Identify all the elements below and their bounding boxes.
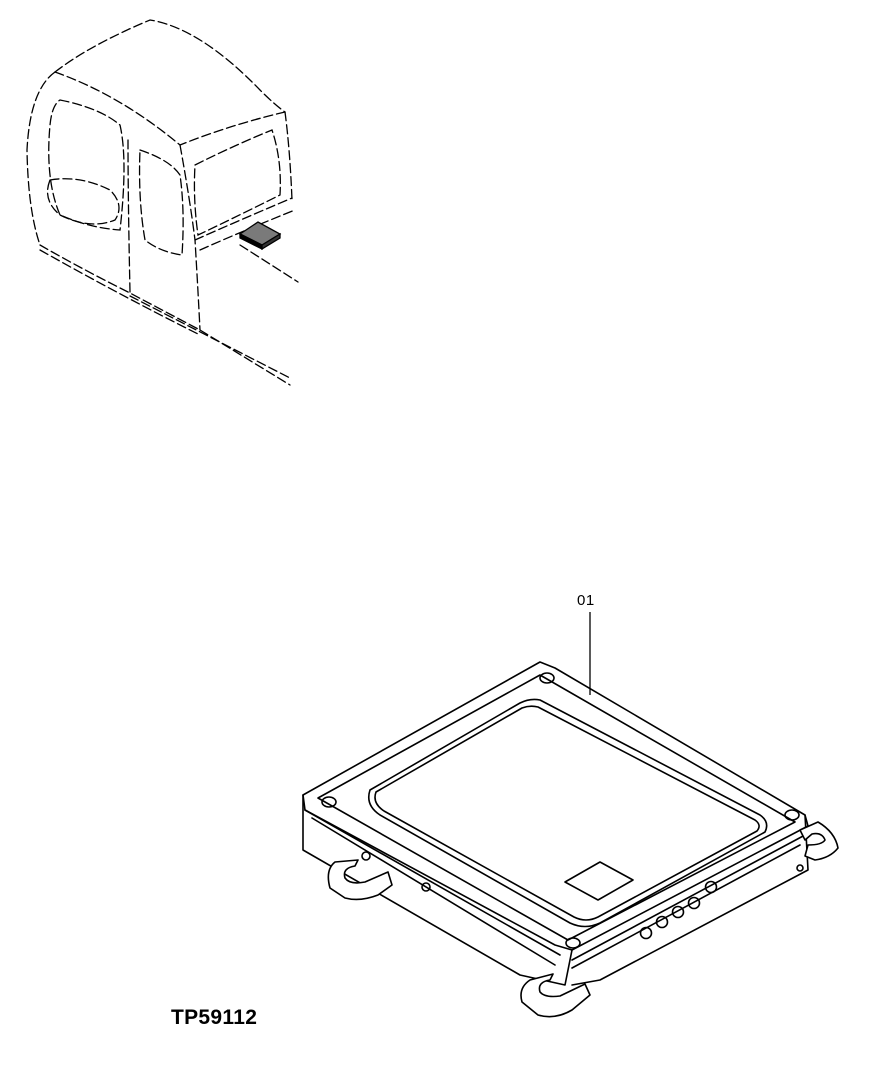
figure-id: TP59112	[171, 1006, 258, 1029]
cab-location-view	[26, 19, 299, 386]
controller-unit	[302, 661, 839, 1018]
part-callout-label: 01	[577, 592, 595, 609]
controller-location-marker	[238, 221, 282, 251]
